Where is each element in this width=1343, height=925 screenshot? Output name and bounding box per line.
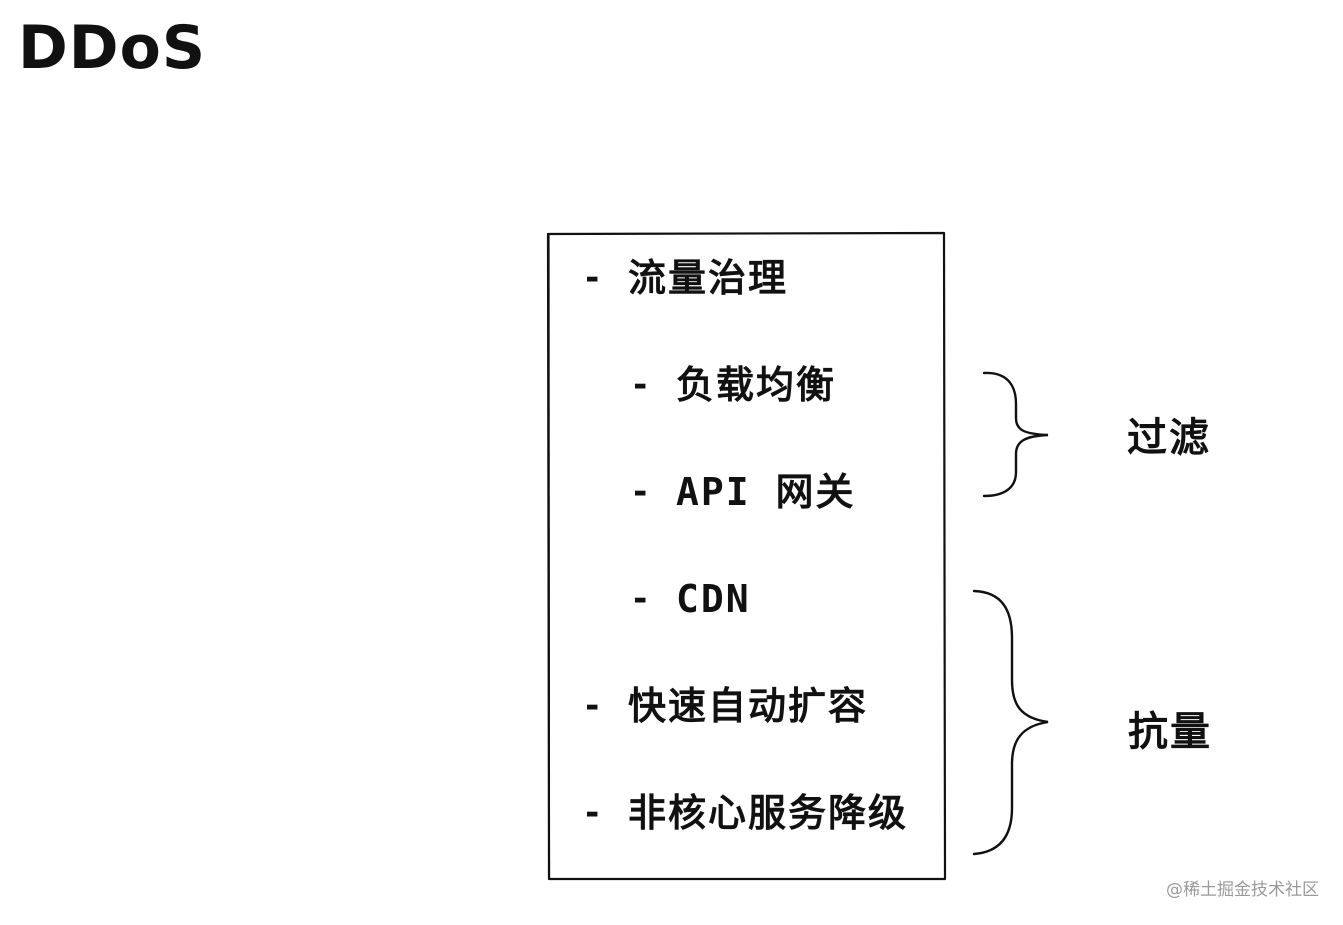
list-item-load-balancing: - 负载均衡 xyxy=(630,366,836,404)
filter-brace xyxy=(982,371,1049,498)
list-item-label: CDN xyxy=(676,577,751,621)
bullet-dash: - xyxy=(630,365,651,405)
list-item-label: 快速自动扩容 xyxy=(628,684,869,728)
list-item-traffic-governance: - 流量治理 xyxy=(582,259,788,297)
bullet-dash: - xyxy=(582,258,603,298)
group-label-filter: 过滤 xyxy=(1127,415,1211,461)
group-label-capacity: 抗量 xyxy=(1128,709,1212,755)
list-item-service-degradation: - 非核心服务降级 xyxy=(582,794,908,832)
strategy-list-box: - 流量治理 - 负载均衡 - API 网关 - CDN - 快速自动扩容 - … xyxy=(546,231,947,881)
bullet-dash: - xyxy=(582,686,603,726)
list-box-border xyxy=(546,231,947,881)
list-item-label: 负载均衡 xyxy=(676,363,837,407)
watermark: @稀土掘金技术社区 xyxy=(1166,880,1319,900)
diagram-title: DDoS xyxy=(18,13,207,83)
list-item-auto-scaling: - 快速自动扩容 xyxy=(582,687,868,725)
grouping-braces xyxy=(972,371,1049,856)
list-item-label: 流量治理 xyxy=(628,256,789,300)
bullet-dash: - xyxy=(582,793,603,833)
list-item-cdn: - CDN xyxy=(630,580,751,618)
bullet-dash: - xyxy=(630,579,651,619)
list-item-label: 非核心服务降级 xyxy=(628,791,909,835)
bullet-dash: - xyxy=(630,472,651,512)
list-item-label: API 网关 xyxy=(676,470,856,514)
list-item-api-gateway: - API 网关 xyxy=(630,473,856,511)
capacity-brace xyxy=(972,589,1049,856)
